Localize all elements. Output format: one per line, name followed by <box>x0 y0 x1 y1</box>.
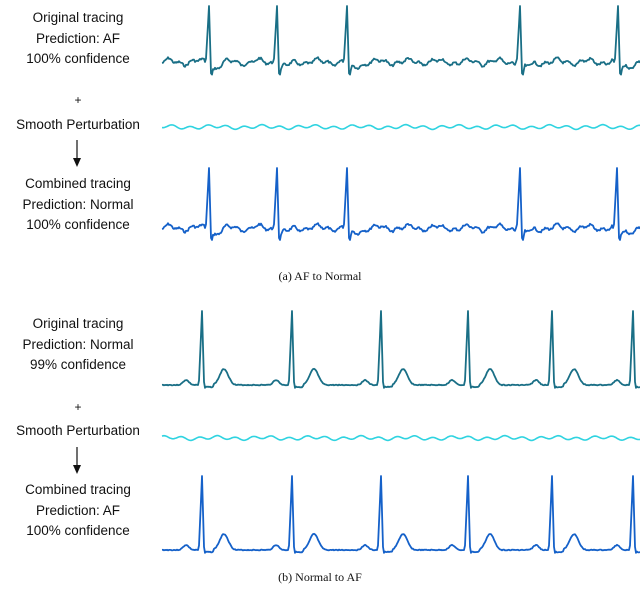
panel-a-combined-prediction: Prediction: Normal <box>22 196 134 212</box>
panel-a-original-ecg-trace <box>161 5 640 76</box>
panel-b-original-prediction: Prediction: Normal <box>22 336 134 352</box>
panel-a-combined-label: Combined tracing Prediction: Normal 100%… <box>0 174 156 236</box>
panel-b-original-ecg-trace <box>161 310 640 389</box>
panel-a-plus-sign: + <box>74 93 82 107</box>
panel-a-perturbation-label: Smooth Perturbation <box>16 117 140 132</box>
panel-b-combined-prediction: Prediction: AF <box>35 502 121 518</box>
panel-b-original-label: Original tracing Prediction: Normal 99% … <box>0 314 156 376</box>
panel-a-original-prediction: Prediction: AF <box>35 30 121 46</box>
panel-a-original-title: Original tracing <box>32 10 124 25</box>
panel-a-combined-ecg-trace <box>161 167 640 241</box>
panel-b-caption: (b) Normal to AF <box>278 570 362 584</box>
panel-b-original-title: Original tracing <box>32 316 124 331</box>
panel-b-combined-confidence: 100% confidence <box>26 523 130 538</box>
panel-a-original-confidence: 100% confidence <box>26 51 130 66</box>
panel-b-combined-ecg-trace <box>161 475 640 554</box>
panel-b-plus-sign: + <box>74 400 82 414</box>
panel-a-caption: (a) AF to Normal <box>278 269 362 283</box>
panel-b-combined-label: Combined tracing Prediction: AF 100% con… <box>0 480 156 542</box>
panel-b-perturbation-label: Smooth Perturbation <box>16 423 140 438</box>
panel-b-original-confidence: 99% confidence <box>29 357 127 372</box>
panel-a-down-arrow-icon <box>73 140 81 167</box>
panel-b-combined-title: Combined tracing <box>25 482 131 497</box>
panel-b-perturbation-trace <box>161 434 640 442</box>
panel-a-combined-confidence: 100% confidence <box>26 217 130 232</box>
panel-a-perturbation-trace <box>161 123 640 131</box>
panel-b-down-arrow-icon <box>73 447 81 474</box>
panel-a-original-label: Original tracing Prediction: AF 100% con… <box>0 8 156 70</box>
panel-a-combined-title: Combined tracing <box>25 176 131 191</box>
